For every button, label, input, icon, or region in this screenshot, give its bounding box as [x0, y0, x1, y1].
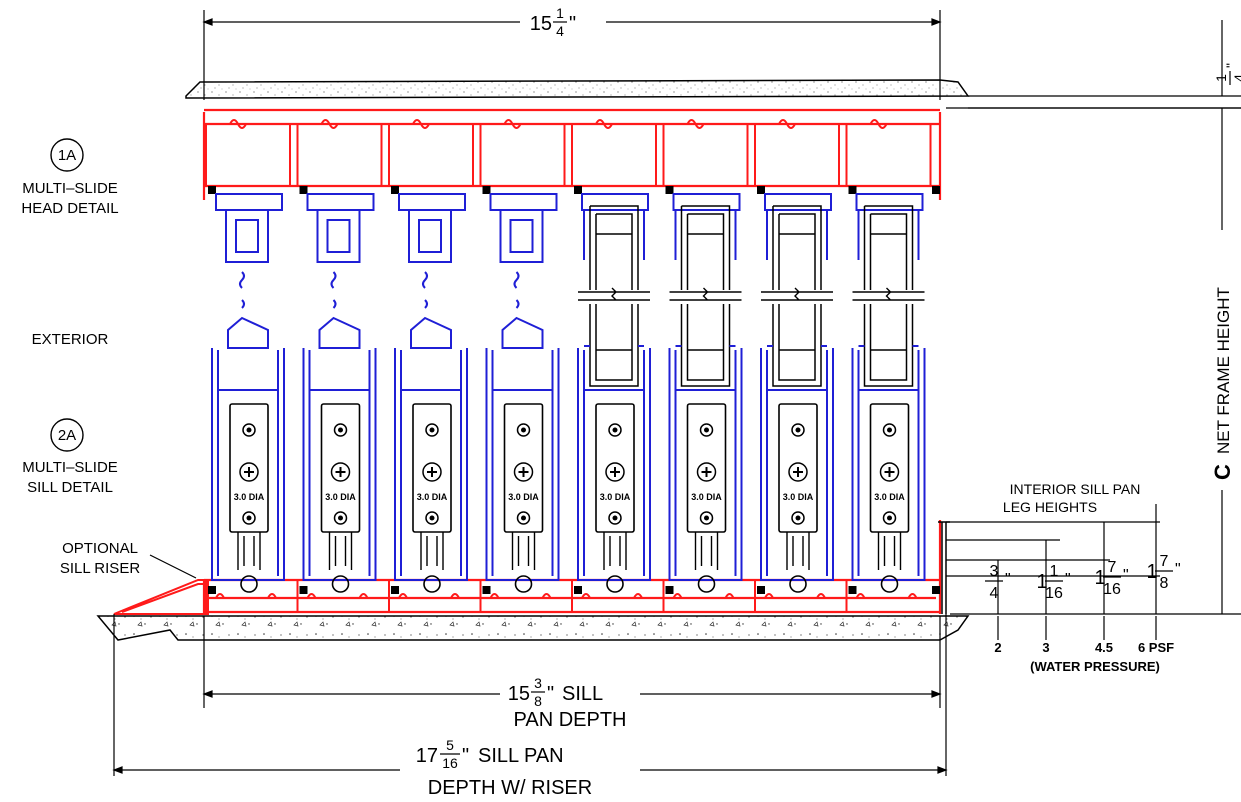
inch-mark: ": [1175, 561, 1181, 578]
leg-height-whole: 1: [1094, 567, 1105, 589]
water-pressure-note: (WATER PRESSURE): [1030, 659, 1160, 674]
svg-text:5: 5: [446, 737, 454, 753]
sill-detail-line2: SILL DETAIL: [27, 479, 113, 496]
head-gap-dimension: 1 4 ": [1213, 63, 1241, 85]
sill-detail-line1: MULTI–SLIDE: [22, 459, 118, 476]
leg-height-den: 8: [1160, 575, 1169, 592]
leg-height-num: 7: [1160, 553, 1169, 570]
svg-text:": ": [1223, 63, 1239, 68]
svg-text:NET FRAME HEIGHT: NET FRAME HEIGHT: [1214, 287, 1233, 454]
leg-heights-title-1: INTERIOR SILL PAN: [1010, 481, 1141, 497]
svg-text:DEPTH W/ RISER: DEPTH W/ RISER: [428, 777, 592, 799]
concrete-slab: [96, 615, 970, 641]
svg-text:SILL PAN: SILL PAN: [478, 745, 564, 767]
roller-label: 3.0 DIA: [783, 492, 814, 502]
sliding-panel: 3.0 DIA: [205, 119, 291, 612]
svg-text:4: 4: [556, 23, 564, 39]
sliding-panel: 3.0 DIA: [571, 119, 657, 612]
leg-height-num: 3: [990, 563, 999, 580]
psf-value: 3: [1042, 640, 1049, 655]
sill-callout-text: 2A: [58, 427, 76, 444]
svg-text:15: 15: [530, 13, 552, 35]
svg-text:C: C: [1210, 464, 1235, 480]
svg-text:PAN DEPTH: PAN DEPTH: [514, 709, 627, 731]
leg-height-whole: 1: [1146, 561, 1157, 583]
net-frame-height-dimension: C NET FRAME HEIGHT: [1210, 287, 1235, 480]
top-width-dimension: 15 1 4 ": [530, 5, 576, 39]
leg-height-whole: 1: [1036, 571, 1047, 593]
roller-label: 3.0 DIA: [234, 492, 265, 502]
roller-label: 3.0 DIA: [874, 492, 905, 502]
leg-height-den: 4: [990, 585, 999, 602]
svg-text:4: 4: [1231, 74, 1241, 82]
head-callout-bubble: [50, 138, 84, 172]
svg-text:16: 16: [442, 755, 458, 771]
psf-value: 6 PSF: [1138, 640, 1174, 655]
roller-label: 3.0 DIA: [508, 492, 539, 502]
svg-text:15: 15: [508, 683, 530, 705]
svg-text:17: 17: [416, 745, 438, 767]
leg-height-den: 16: [1045, 585, 1063, 602]
roller-label: 3.0 DIA: [691, 492, 722, 502]
sliding-panel: 3.0 DIA: [845, 119, 932, 612]
sliding-panel: 3.0 DIA: [754, 119, 840, 612]
panel-group: 3.0 DIA 3.0 DIA 3.0 DIA 3.0 DIA 3.0 DIA 3.0 D…: [205, 119, 940, 612]
sliding-panel: 3.0 DIA: [662, 119, 749, 612]
sliding-panel: 3.0 DIA: [296, 119, 383, 612]
head-substrate: [185, 79, 970, 99]
inch-mark: ": [1065, 571, 1071, 588]
sliding-panel: 3.0 DIA: [479, 119, 566, 612]
svg-text:1: 1: [556, 5, 564, 21]
svg-text:8: 8: [534, 693, 542, 709]
exterior-label: EXTERIOR: [32, 331, 109, 348]
head-detail-line1: MULTI–SLIDE: [22, 180, 118, 197]
head-callout-text: 1A: [58, 147, 76, 164]
sill-callout-bubble: [50, 418, 84, 452]
leg-heights-block: INTERIOR SILL PAN LEG HEIGHTS: [1003, 481, 1140, 515]
optional-sill-riser: [113, 579, 209, 615]
leg-height-num: 1: [1050, 563, 1059, 580]
psf-value: 2: [994, 640, 1001, 655]
inch-mark: ": [1005, 571, 1011, 588]
sill-riser-line1: OPTIONAL: [62, 540, 138, 557]
dimension-lines: [112, 10, 1241, 776]
sill-pan-depth-dimension: 15 3 8 " SILL PAN DEPTH: [508, 675, 627, 731]
svg-text:": ": [569, 13, 576, 35]
leg-height-den: 16: [1103, 581, 1121, 598]
svg-text:": ": [462, 745, 469, 767]
roller-label: 3.0 DIA: [325, 492, 356, 502]
head-detail-line2: HEAD DETAIL: [21, 200, 118, 217]
svg-text:": ": [547, 683, 554, 705]
leg-height-num: 7: [1108, 559, 1117, 576]
inch-mark: ": [1123, 567, 1129, 584]
svg-text:1: 1: [1213, 74, 1229, 82]
svg-text:SILL: SILL: [562, 683, 603, 705]
sill-riser-line2: SILL RISER: [60, 560, 140, 577]
roller-label: 3.0 DIA: [417, 492, 448, 502]
sill-pan-riser-dimension: 17 5 16 " SILL PAN DEPTH W/ RISER: [416, 737, 592, 799]
svg-text:3: 3: [534, 675, 542, 691]
psf-value: 4.5: [1095, 640, 1113, 655]
sliding-panel: 3.0 DIA: [388, 119, 474, 612]
leg-heights-title-2: LEG HEIGHTS: [1003, 499, 1097, 515]
roller-label: 3.0 DIA: [600, 492, 631, 502]
